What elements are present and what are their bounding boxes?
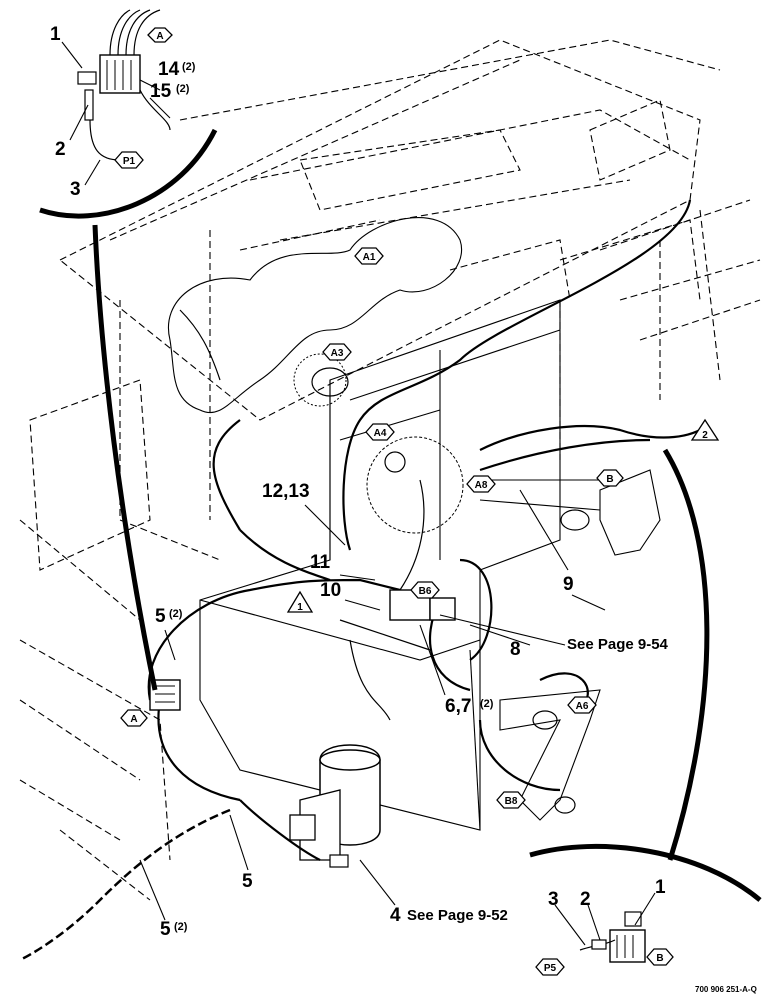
pivot-arm [499, 689, 601, 821]
callout-1-bottom: 1 [655, 877, 666, 898]
svg-text:2: 2 [702, 430, 708, 441]
svg-text:A: A [130, 714, 137, 725]
svg-text:A1: A1 [363, 252, 376, 263]
roller-shaft-right [479, 479, 601, 531]
mounting-plate [199, 299, 561, 831]
section-arc-right [662, 448, 710, 861]
svg-text:A8: A8 [475, 480, 488, 491]
reference-see-page-9-54: See Page 9-54 [567, 636, 669, 653]
svg-text:A6: A6 [576, 701, 589, 712]
callout-6-7: 6,7 [445, 696, 471, 717]
callout-5-left-qty: (2) [169, 608, 183, 620]
callout-3-top: 3 [70, 179, 81, 200]
svg-text:B8: B8 [505, 796, 518, 807]
drawing-part-code: 700 906 251-A-Q [695, 985, 757, 994]
section-arc-left [92, 224, 158, 691]
tag-b-bottom: B [646, 948, 674, 966]
inset-detail-bottom-right [529, 844, 762, 963]
triangle-marker-1: 1 [286, 590, 314, 613]
callout-3-bottom: 3 [548, 889, 559, 910]
callout-5-lower: 5 [242, 871, 253, 892]
svg-text:B: B [606, 474, 613, 485]
grease-block-a-left [149, 679, 181, 711]
callout-8: 8 [510, 639, 521, 660]
hex-tags: A P1 A1 A3 A4 A8 B B6 [114, 27, 674, 976]
svg-text:P5: P5 [544, 963, 557, 974]
callout-15: 15 [150, 81, 172, 102]
callout-4: 4 [390, 905, 401, 926]
callout-5-bottom-qty: (2) [174, 921, 188, 933]
callout-5-left: 5 [155, 606, 166, 627]
tag-a-top: A [147, 27, 173, 43]
tag-b6: B6 [410, 581, 440, 599]
tag-a6: A6 [567, 696, 597, 714]
callout-1-top: 1 [50, 24, 61, 45]
callout-14: 14 [158, 59, 180, 80]
callout-2-bottom: 2 [580, 889, 591, 910]
tag-b-right: B [596, 469, 624, 487]
tag-p5: P5 [535, 958, 565, 976]
leader-lines [61, 41, 656, 946]
svg-text:P1: P1 [123, 156, 136, 167]
tag-b8: B8 [496, 791, 526, 809]
tag-a3: A3 [322, 343, 352, 361]
tag-p1: P1 [114, 151, 144, 169]
callout-9: 9 [563, 574, 574, 595]
callout-6-7-qty: (2) [480, 698, 494, 710]
triangle-marker-2: 2 [690, 418, 720, 441]
svg-text:A3: A3 [331, 348, 344, 359]
tag-a-left: A [120, 709, 148, 727]
svg-text:B6: B6 [419, 586, 432, 597]
tag-a1: A1 [354, 247, 384, 265]
tag-a4: A4 [365, 423, 395, 441]
svg-text:1: 1 [297, 602, 303, 613]
callout-14-qty: (2) [182, 61, 196, 73]
callout-11: 11 [310, 552, 331, 573]
callout-5-bottom: 5 [160, 919, 171, 940]
hydraulic-hoses [19, 199, 701, 962]
svg-text:B: B [656, 953, 663, 964]
callout-15-qty: (2) [176, 83, 190, 95]
chain-guard-outline [167, 217, 463, 414]
svg-text:A4: A4 [374, 428, 387, 439]
callout-10: 10 [320, 580, 341, 601]
callout-labels: 1 2 3 14 (2) 15 (2) 12,13 11 10 9 8 5 (2… [50, 24, 666, 940]
sprocket-a3 [293, 353, 349, 407]
bracket-b [599, 469, 661, 556]
tag-a8: A8 [466, 475, 496, 493]
reference-see-page-9-52: See Page 9-52 [407, 907, 508, 924]
pump-motor-assembly [289, 744, 381, 868]
sprocket-a4 [366, 436, 464, 534]
callout-2-top: 2 [55, 139, 66, 160]
inset-detail-top-left [39, 9, 218, 219]
callout-12-13: 12,13 [262, 481, 310, 502]
svg-text:A: A [156, 31, 163, 42]
